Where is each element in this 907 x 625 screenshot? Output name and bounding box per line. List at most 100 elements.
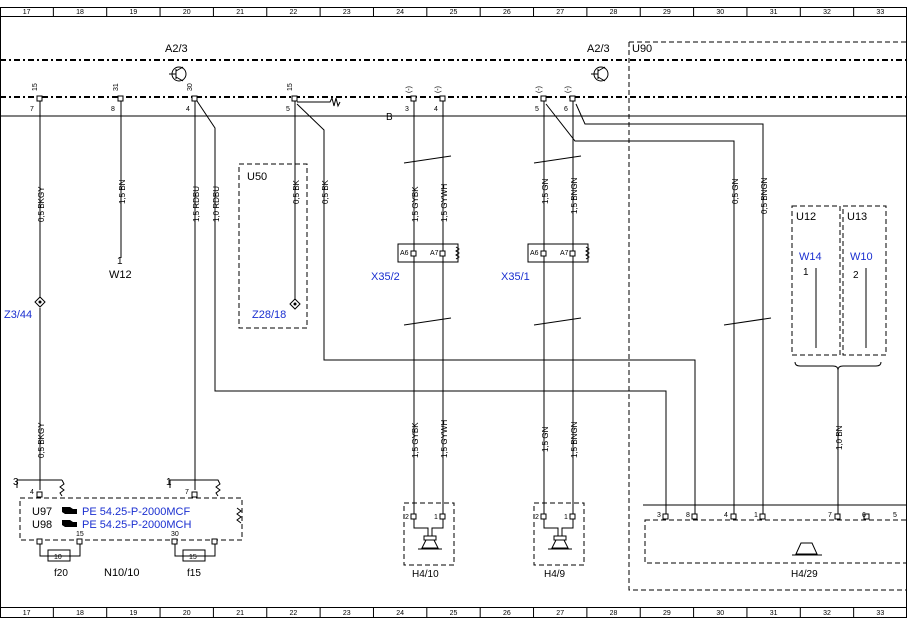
wire-label: 0,5 BNGN	[760, 177, 769, 214]
pin-number: 7	[30, 106, 34, 113]
w10-pin: 2	[853, 270, 859, 281]
w12-label: W12	[109, 269, 132, 281]
hand-pointer-icon	[62, 507, 77, 514]
w12-pin: 1	[117, 256, 123, 267]
ruler-column-label: 32	[823, 610, 831, 617]
u12-label: U12	[796, 211, 816, 223]
u50-label: U50	[247, 171, 267, 183]
pin-code: 15	[32, 83, 39, 91]
h49-label: H4/9	[544, 569, 566, 580]
pin-number: 5	[535, 106, 539, 113]
x352-label: X35/2	[371, 271, 400, 283]
pin-number: 15	[76, 531, 84, 538]
w10-label: W10	[850, 251, 873, 263]
a7-label: A7	[560, 250, 569, 257]
pin-number: 8	[686, 512, 690, 519]
pin-number: 5	[893, 512, 897, 519]
ruler-column-label: 30	[716, 9, 724, 16]
fuse-loop	[39, 544, 81, 557]
brace-icon	[794, 361, 882, 371]
ruler-column-label: 29	[663, 610, 671, 617]
u12-box	[791, 205, 841, 356]
resistor-icon	[297, 96, 341, 108]
pin	[410, 513, 417, 520]
u97-label: U97	[32, 506, 52, 518]
w14-pin: 1	[803, 267, 809, 278]
pin-number: 4	[30, 489, 34, 496]
pin	[540, 513, 547, 520]
fuse-value: 10	[54, 554, 62, 561]
ruler-column-label: 31	[770, 9, 778, 16]
h429-label: H4/29	[791, 569, 818, 580]
pin-code: (-)	[565, 86, 572, 93]
transistor-icon	[169, 66, 187, 82]
pin-code: 31	[113, 83, 120, 91]
wire-label: 1,5 GYBK	[411, 186, 420, 222]
speaker-icon	[543, 519, 574, 550]
u50-box	[238, 163, 308, 329]
h410-label: H4/10	[412, 569, 439, 580]
pin-number: 1	[564, 514, 568, 521]
u13-label: U13	[847, 211, 867, 223]
pin-code: (-)	[406, 86, 413, 93]
ruler-column-label: 21	[236, 610, 244, 617]
wire-stub	[169, 479, 195, 488]
ruler-column-label: 22	[290, 9, 298, 16]
ruler-column-label: 17	[23, 9, 31, 16]
ruler-column-label: 27	[556, 9, 564, 16]
f20-label: f20	[54, 568, 68, 579]
pin-number: 4	[434, 106, 438, 113]
ruler-column-label: 23	[343, 9, 351, 16]
z2818-label: Z28/18	[252, 309, 286, 321]
pin	[863, 513, 870, 520]
u90-label: U90	[632, 43, 652, 55]
a6-label: A6	[530, 250, 539, 257]
ruler-column-label: 19	[129, 610, 137, 617]
resistor-icon	[195, 479, 221, 497]
pin-code: (-)	[435, 86, 442, 93]
b-label: B	[386, 112, 393, 123]
u13-box	[842, 205, 887, 356]
wire-label: 1,5 RDBU	[192, 186, 201, 222]
speaker-icon	[413, 519, 444, 550]
pin	[569, 513, 576, 520]
resistor-icon	[59, 479, 65, 497]
wire-label: 0,5 BKGY	[37, 186, 46, 222]
ruler-column-label: 21	[236, 9, 244, 16]
ruler-column-label: 28	[610, 610, 618, 617]
x352-connector	[397, 243, 460, 263]
ruler-column-label: 25	[450, 610, 458, 617]
a7-label: A7	[430, 250, 439, 257]
z344-label: Z3/44	[4, 309, 32, 321]
pin-number: 4	[724, 512, 728, 519]
pin-number: 2	[405, 514, 409, 521]
transistor-icon	[591, 66, 609, 82]
reference-link[interactable]: PE 54.25-P-2000MCH	[82, 519, 191, 531]
wire-label: 1,5 BNGN	[570, 177, 579, 214]
ruler-column-label: 22	[290, 610, 298, 617]
h410-box	[403, 502, 455, 566]
wire-label: 0,5 BKGY	[37, 422, 46, 458]
wire-label: 1,5 BNGN	[570, 421, 579, 458]
ruler-column-label: 33	[876, 9, 884, 16]
pin-number: 3	[405, 106, 409, 113]
pin-number: 2	[535, 514, 539, 521]
pin	[191, 491, 198, 498]
ruler-column-label: 20	[183, 9, 191, 16]
f15-label: f15	[187, 568, 201, 579]
ruler-column-label: 19	[129, 9, 137, 16]
wire-label: 0,5 GN	[731, 178, 740, 204]
reference-link[interactable]: PE 54.25-P-2000MCF	[82, 506, 190, 518]
splice-icon	[34, 296, 46, 308]
pin-code: 15	[287, 83, 294, 91]
pin-number: 6	[564, 106, 568, 113]
ruler-column-label: 23	[343, 610, 351, 617]
pin-number: 1	[434, 514, 438, 521]
wire-label: 0,5 BK	[321, 179, 330, 204]
fuse-icon	[182, 549, 206, 562]
resistor-icon	[236, 507, 242, 524]
splice-dot-icon	[293, 302, 297, 306]
wire-label: 1,5 GYWH	[440, 184, 449, 222]
